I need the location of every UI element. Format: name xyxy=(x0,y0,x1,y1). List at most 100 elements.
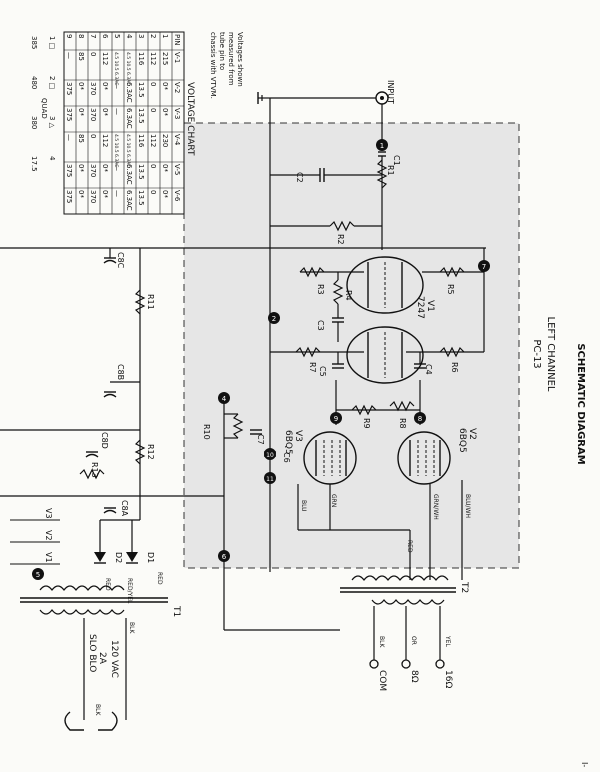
voltage-table-cell: 230 xyxy=(161,134,169,147)
voltage-footer-label: QUAD xyxy=(40,98,48,119)
voltage-table-cell: 4.5 10.5 6.3AC xyxy=(125,52,131,85)
voltage-table-header: V-2 xyxy=(173,82,181,93)
resistor-r10 xyxy=(232,413,244,439)
resistor-r6 xyxy=(439,346,465,358)
voltage-table-cell: 85 xyxy=(77,52,85,61)
socket-v1-label: V1 xyxy=(44,552,53,563)
voltage-footer-item: 2 □ xyxy=(48,76,56,89)
voltage-table-cell: 0* xyxy=(161,164,169,172)
v3-type-label: 6BQ5 xyxy=(283,430,293,455)
voltage-table-cell: 375 xyxy=(65,108,73,121)
wire-grn: GRN xyxy=(330,494,337,507)
voltage-table-cell: 0* xyxy=(101,82,109,90)
wire-or: OR xyxy=(410,636,417,645)
title-block: SCHEMATIC DIAGRAM xyxy=(575,343,586,464)
voltage-table-cell: 4.5 10.5 6.3AC xyxy=(113,52,119,85)
junction-node-2 xyxy=(268,312,280,324)
junction-node-label: 6 xyxy=(222,553,227,561)
resistor-r8 xyxy=(389,400,415,412)
junction-node-label: 10 xyxy=(266,452,274,459)
c4-label: C4 xyxy=(424,364,433,375)
v1-label: V1 xyxy=(425,300,435,312)
voltage-footer-item: 3 △ xyxy=(48,116,56,129)
r13-label: R13 xyxy=(90,462,99,478)
voltage-note-line: tube pin to xyxy=(218,32,226,70)
voltage-table-cell: 370 xyxy=(89,108,97,121)
resistor-r12 xyxy=(134,439,146,465)
voltage-table-cell: 6.3AC xyxy=(125,82,133,103)
voltage-table-cell: 6.3AC xyxy=(125,108,133,129)
output-16-ohm-label: 16Ω xyxy=(443,670,453,688)
resistor-r7 xyxy=(295,346,321,358)
voltage-table-cell: 9 xyxy=(65,34,73,38)
voltage-note-line: measured from xyxy=(227,32,235,86)
v3-label: V3 xyxy=(293,430,303,442)
voltage-table-cell: 0* xyxy=(77,108,85,116)
channel-label: LEFT CHANNEL xyxy=(545,317,556,392)
transformer-t2-primary xyxy=(351,575,449,581)
junction-node-7 xyxy=(478,260,490,272)
voltage-table-cell: 370 xyxy=(89,164,97,177)
socket-v2-label: V2 xyxy=(44,530,53,541)
voltage-table-cell: 0* xyxy=(161,108,169,116)
r10-label: R10 xyxy=(202,424,211,440)
v2-tube xyxy=(397,431,451,485)
junction-node-label: 2 xyxy=(272,315,276,323)
voltage-table-cell: — xyxy=(113,108,121,115)
wire-grn-wh: GRN/WH xyxy=(432,494,439,520)
diagram-title: SCHEMATIC DIAGRAM xyxy=(575,343,586,464)
voltage-table-cell: 4.5 10.5 6.3AC xyxy=(113,134,119,167)
voltage-table-header: V-1 xyxy=(173,52,181,63)
r2-label: R2 xyxy=(336,234,345,245)
v1-type-label: 7247 xyxy=(415,296,425,319)
c6-label: C6 xyxy=(282,452,291,463)
v2-label: V2 xyxy=(467,428,477,440)
voltage-table-cell: 112 xyxy=(101,52,109,65)
voltage-table-cell: 8 xyxy=(77,34,85,38)
voltage-table-cell: — xyxy=(113,82,121,89)
wire-blk: BLK xyxy=(378,636,385,648)
r4-label: R4 xyxy=(344,290,353,301)
voltage-table-cell: 2 xyxy=(149,34,157,38)
voltage-table-cell: 0* xyxy=(77,190,85,198)
d1-label: D1 xyxy=(146,552,155,563)
r5-label: R5 xyxy=(446,284,455,295)
voltage-chart: VOLTAGE CHART PINV-1V-2V-3V-4V-5V-612150… xyxy=(30,31,195,215)
junction-node-label: 4 xyxy=(222,395,227,403)
c8a-label: C8A xyxy=(120,500,129,517)
voltage-table-cell: 4 xyxy=(125,34,133,39)
c3-label: C3 xyxy=(316,320,325,331)
junction-node-10 xyxy=(264,448,276,460)
r6-label: R6 xyxy=(450,362,459,373)
voltage-table-cell: 6 xyxy=(101,34,109,39)
wire-blu-wh: BLU/WH xyxy=(464,494,471,518)
socket-v3-label: V3 xyxy=(44,508,53,519)
voltage-table-cell: — xyxy=(113,164,121,171)
page-mark: I- xyxy=(580,762,589,767)
voltage-table-cell: 6.3AC xyxy=(125,190,133,211)
voltage-chart-title: VOLTAGE CHART xyxy=(185,82,195,156)
voltage-table-cell: 0 xyxy=(149,164,157,168)
voltage-table-cell: 375 xyxy=(65,164,73,177)
voltage-table-cell: — xyxy=(65,52,73,59)
wire-red-yel: RED/YEL xyxy=(126,578,133,604)
voltage-table-cell: 4.5 10.5 6.3AC xyxy=(125,134,131,167)
voltage-table-cell: — xyxy=(113,190,121,197)
junction-nodes: 1 2 4 5 6 7 8 9 10 11 xyxy=(32,139,490,580)
voltage-table-cell: 112 xyxy=(149,134,157,147)
junction-node-label: 7 xyxy=(482,263,486,271)
voltage-footer-value: 380 xyxy=(30,116,38,129)
c1-label: C1 xyxy=(392,155,401,166)
d2-label: D2 xyxy=(114,552,123,563)
junction-node-label: 1 xyxy=(380,142,384,150)
voltage-table-cell: 1 xyxy=(161,34,169,38)
voltage-table-cell: 370 xyxy=(89,190,97,203)
junction-node-label: 9 xyxy=(334,415,338,423)
transformer-t1-primary xyxy=(39,609,125,615)
power-plug xyxy=(64,711,84,731)
resistor-r5 xyxy=(439,266,465,278)
voltage-table-cell: 370 xyxy=(89,82,97,95)
voltage-table-header: PIN xyxy=(173,34,181,46)
wire-yel: YEL xyxy=(444,635,451,647)
voltage-table-cell: 112 xyxy=(101,134,109,147)
